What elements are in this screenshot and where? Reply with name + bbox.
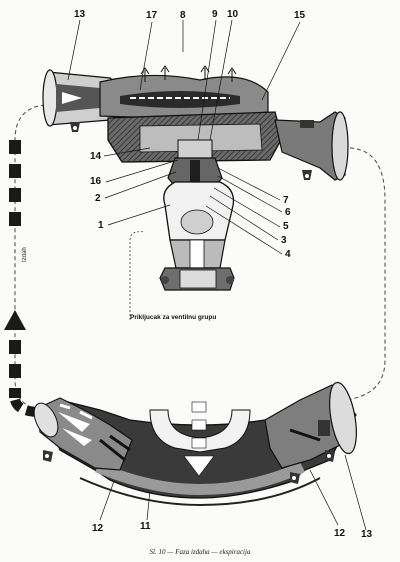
- connector-leader-line: [129, 231, 146, 320]
- label-2: 2: [95, 193, 101, 204]
- label-1: 1: [98, 220, 104, 231]
- flow-loop-right: [344, 147, 386, 401]
- exhale-flow-arrow-left: [4, 140, 41, 417]
- label-9: 9: [212, 9, 218, 20]
- bottom-mask-assembly: [33, 381, 357, 507]
- label-11: 11: [140, 521, 151, 532]
- label-17: 17: [146, 10, 158, 21]
- label-14: 14: [90, 151, 102, 162]
- label-13-top: 13: [74, 9, 86, 20]
- exhale-side-label: Izdah: [22, 247, 28, 262]
- flow-loop-left: [14, 104, 46, 411]
- leader-lines: [67, 19, 367, 531]
- label-5: 5: [283, 221, 289, 232]
- top-valve-assembly: [42, 65, 349, 291]
- label-6: 6: [285, 207, 291, 218]
- label-12-left: 12: [92, 523, 104, 534]
- label-12-right: 12: [334, 528, 346, 539]
- label-3: 3: [281, 235, 287, 246]
- label-16: 16: [90, 176, 102, 187]
- label-7: 7: [283, 195, 289, 206]
- label-8: 8: [180, 10, 186, 21]
- figure-caption: Sl. 10 — Faza izdaha — ekspiracija: [149, 548, 251, 556]
- label-4: 4: [285, 249, 291, 260]
- label-15: 15: [294, 10, 306, 21]
- connector-label: Prikljucak za ventilnu grupu: [130, 314, 217, 321]
- label-13-bottom: 13: [361, 529, 373, 540]
- label-10: 10: [227, 9, 239, 20]
